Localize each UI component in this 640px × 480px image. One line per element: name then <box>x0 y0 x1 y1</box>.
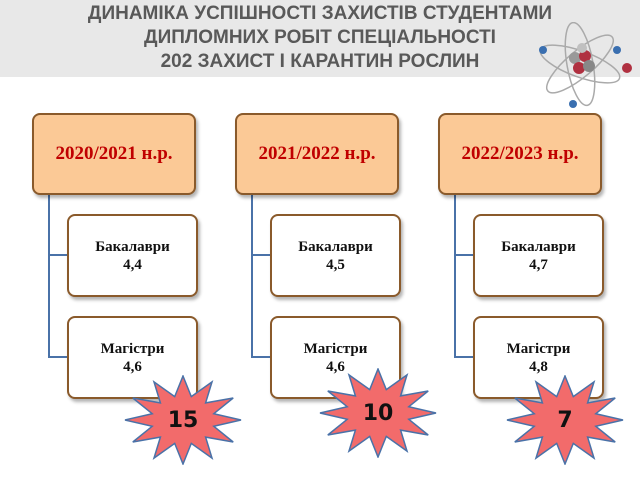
connector-line <box>454 356 473 358</box>
page-title: ДИНАМІКА УСПІШНОСТІ ЗАХИСТІВ СТУДЕНТАМИ … <box>40 2 600 74</box>
star-burst-icon <box>124 373 242 467</box>
year-header: 2021/2022 н.р. <box>235 113 399 195</box>
atom-icon <box>539 22 632 108</box>
star-burst-icon <box>319 366 437 460</box>
title-band <box>0 0 640 77</box>
connector-line <box>251 193 253 357</box>
count-star-badge: 7 <box>505 373 625 467</box>
bachelors-label: Бакалаври <box>298 238 373 255</box>
bachelors-value: 4,7 <box>529 256 548 273</box>
title-line-2: ДИПЛОМНИХ РОБІТ СПЕЦІАЛЬНОСТІ <box>144 27 496 48</box>
count-star-badge: 15 <box>123 373 243 467</box>
count-star-badge: 10 <box>318 366 438 460</box>
year-label: 2022/2023 н.р. <box>461 143 579 164</box>
masters-value: 4,8 <box>529 358 548 375</box>
masters-value: 4,6 <box>326 358 345 375</box>
year-label: 2020/2021 н.р. <box>55 143 173 164</box>
bachelors-value: 4,5 <box>326 256 345 273</box>
connector-line <box>251 356 270 358</box>
connector-line <box>48 254 67 256</box>
bachelors-value: 4,4 <box>123 256 142 273</box>
connector-line <box>48 356 67 358</box>
masters-label: Магістри <box>506 340 571 357</box>
defense-count: 10 <box>362 400 394 426</box>
bachelors-label: Бакалаври <box>501 238 576 255</box>
year-header: 2022/2023 н.р. <box>438 113 602 195</box>
connector-line <box>48 193 50 357</box>
masters-value: 4,6 <box>123 358 142 375</box>
masters-label: Магістри <box>100 340 165 357</box>
bachelors-label: Бакалаври <box>95 238 170 255</box>
defense-count: 7 <box>557 407 573 433</box>
connector-line <box>454 193 456 357</box>
defense-count: 15 <box>167 407 199 433</box>
masters-label: Магістри <box>303 340 368 357</box>
title-line-1: ДИНАМІКА УСПІШНОСТІ ЗАХИСТІВ СТУДЕНТАМИ <box>87 3 553 24</box>
connector-line <box>251 254 270 256</box>
title-line-3: 202 ЗАХИСТ І КАРАНТИН РОСЛИН <box>160 51 480 72</box>
year-header: 2020/2021 н.р. <box>32 113 196 195</box>
connector-line <box>454 254 473 256</box>
star-burst-icon <box>506 373 624 467</box>
year-label: 2021/2022 н.р. <box>258 143 376 164</box>
